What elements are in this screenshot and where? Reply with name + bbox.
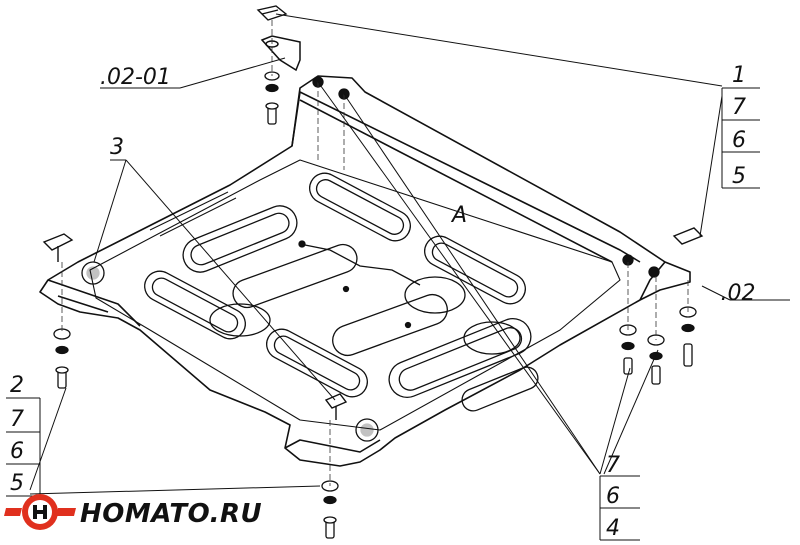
plate-outline [39,75,691,467]
callout-02-01: .02-01 [100,65,171,90]
right-stack-label-3: 5 [732,164,746,189]
left-stack-label-0: 2 [10,373,24,398]
left-stack-label-2: 6 [10,439,24,464]
right-stack-label-2: 6 [732,128,746,153]
left-stack-label-1: 7 [10,407,24,432]
top-bracket [260,35,301,72]
right-stack-label-1: 7 [732,95,746,120]
logo-text: HOMATO.RU [80,499,262,529]
right-stack-label-0: 1 [732,63,746,88]
left-stack-label-3: 5 [10,471,24,496]
panel-label-a: A [450,203,467,228]
clip-nut-parts [42,5,704,420]
callout-3: 3 [110,135,124,160]
plate-stampings [144,172,539,412]
leader-lines [29,13,790,495]
callout-02: .02 [721,281,756,306]
bottom-stack-label-1: 6 [606,484,620,509]
bottom-stack-label-0: 7 [606,453,620,478]
bottom-stack-label-2: 4 [606,516,620,541]
center-lines [61,20,689,486]
fastener-stacks [53,71,697,539]
mounting-holes [81,76,660,442]
homato-logo: HOMATO.RU [4,494,262,530]
skid-plate [39,75,691,467]
